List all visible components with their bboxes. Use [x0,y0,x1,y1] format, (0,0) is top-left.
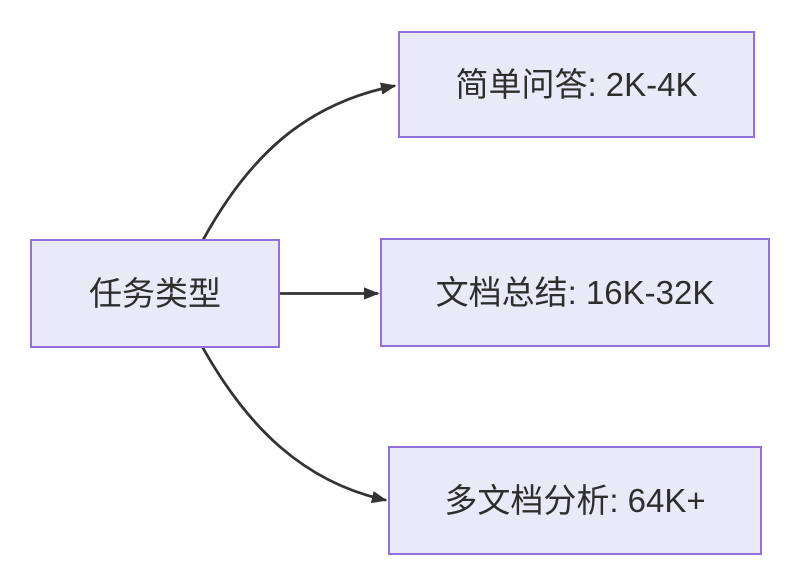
node-simple-qa: 简单问答: 2K-4K [398,31,755,138]
node-multi-doc-analysis-label: 多文档分析: 64K+ [444,482,706,519]
node-doc-summary-label: 文档总结: 16K-32K [435,274,715,311]
edge-task-type-to-multi-doc-analysis [201,346,388,504]
node-task-type: 任务类型 [30,239,280,348]
node-doc-summary: 文档总结: 16K-32K [380,238,770,347]
edge-task-type-to-simple-qa [201,82,397,242]
node-simple-qa-label: 简单问答: 2K-4K [455,66,698,103]
node-multi-doc-analysis: 多文档分析: 64K+ [388,446,762,555]
node-task-type-label: 任务类型 [89,275,221,312]
